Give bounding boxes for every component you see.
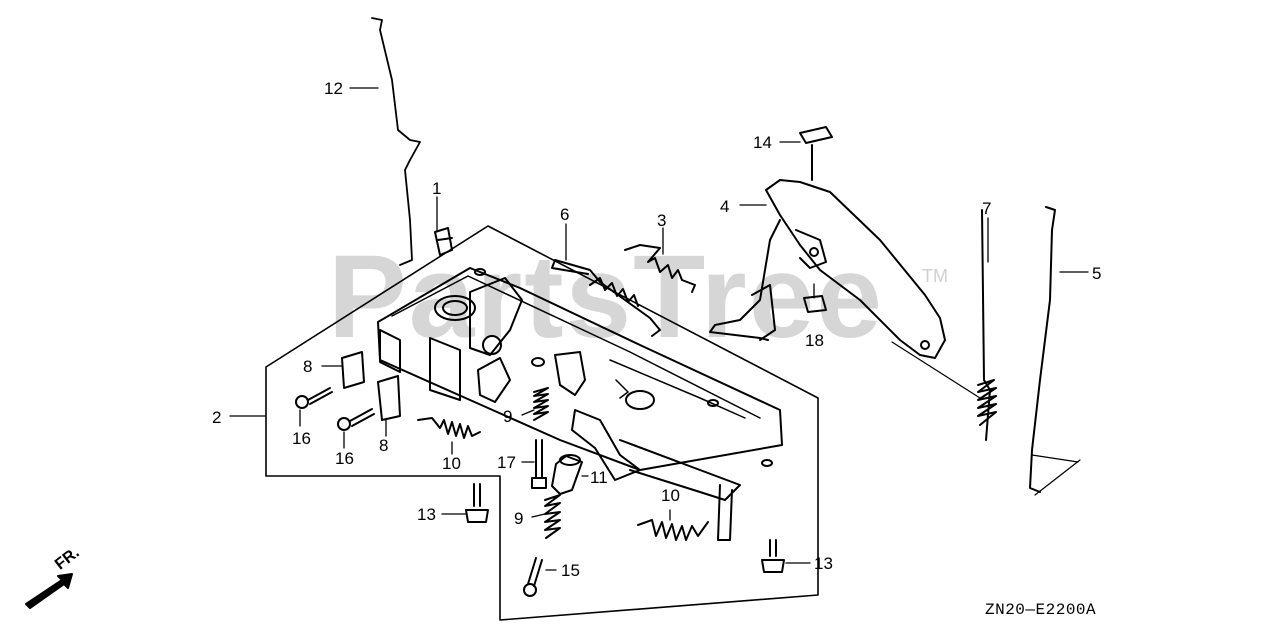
callout-14: 14 xyxy=(753,133,772,152)
screw-16a xyxy=(295,387,333,409)
base-plate-hole xyxy=(434,295,476,321)
collar-11 xyxy=(551,454,583,495)
trademark-mark: TM xyxy=(922,266,948,286)
callout-11: 11 xyxy=(590,468,608,487)
assembly-outline xyxy=(265,225,819,621)
knob-14 xyxy=(799,126,833,181)
callout-1: 1 xyxy=(432,179,442,198)
screw-16b xyxy=(337,408,375,431)
spring-9b xyxy=(544,494,561,539)
callout-16b: 16 xyxy=(335,449,354,468)
callout-5: 5 xyxy=(1092,264,1102,283)
callout-12: 12 xyxy=(324,79,343,98)
callout-17: 17 xyxy=(497,453,516,472)
callout-7: 7 xyxy=(982,199,992,218)
spring-6-coil xyxy=(589,277,639,307)
rod-12 xyxy=(371,17,421,266)
callout-6: 6 xyxy=(560,205,570,224)
nut-18 xyxy=(803,295,827,313)
clip-1 xyxy=(434,227,453,256)
spring-9a xyxy=(533,387,549,421)
base-plate xyxy=(377,267,783,471)
callout-16a: 16 xyxy=(292,429,311,448)
callout-2: 2 xyxy=(212,408,222,427)
rod-5 xyxy=(1029,206,1056,493)
callout-8a: 8 xyxy=(303,357,313,376)
callout-10a: 10 xyxy=(442,454,461,473)
spring-10b xyxy=(637,519,709,541)
spring-3 xyxy=(624,244,696,293)
bracket-8a xyxy=(341,351,365,389)
diagram-code: ZN20—E2200A xyxy=(985,601,1097,619)
bolt-13a xyxy=(465,483,489,523)
bracket-8b xyxy=(377,375,401,421)
spring-10a xyxy=(417,417,481,439)
callout-9a: 9 xyxy=(503,407,513,426)
spring-6 xyxy=(551,259,661,337)
callout-13a: 13 xyxy=(417,505,436,524)
bolt-13b xyxy=(761,539,785,573)
bolt-17 xyxy=(531,439,547,489)
callout-13b: 13 xyxy=(814,554,833,573)
front-arrow-icon xyxy=(25,573,73,609)
bolt-15 xyxy=(523,557,543,597)
callout-10b: 10 xyxy=(661,486,680,505)
callout-15: 15 xyxy=(561,561,580,580)
callout-3: 3 xyxy=(657,211,667,230)
leader-lines xyxy=(229,87,1089,571)
callout-9b: 9 xyxy=(514,509,524,528)
lever-4 xyxy=(765,179,946,359)
callout-18: 18 xyxy=(805,331,824,350)
callout-8b: 8 xyxy=(379,436,389,455)
callout-4: 4 xyxy=(720,197,730,216)
